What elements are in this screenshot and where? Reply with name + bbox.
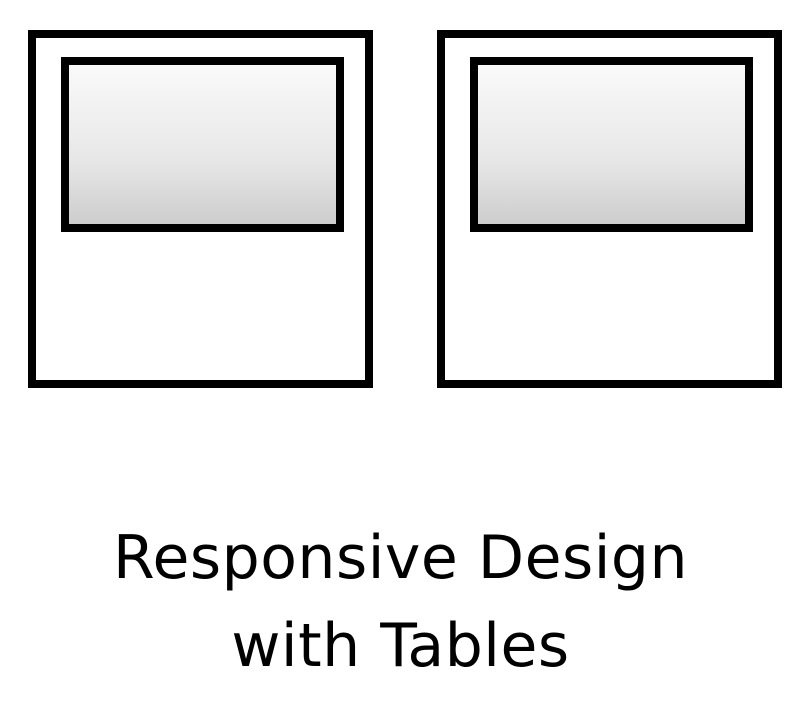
caption-line-1: Responsive Design: [112, 523, 689, 593]
layout-card-left: [28, 30, 373, 388]
image-placeholder-left: [61, 57, 344, 232]
image-placeholder-right: [470, 57, 753, 232]
layout-card-right: [437, 30, 782, 388]
caption-line-2: with Tables: [231, 611, 570, 681]
